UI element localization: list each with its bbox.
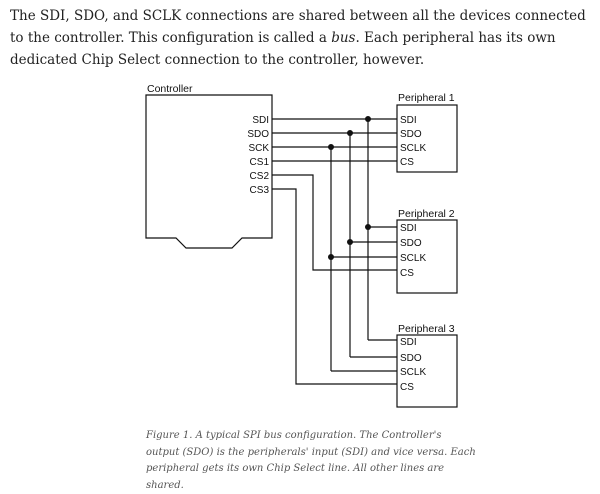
- peripheral-2-pin-sclk: SCLK: [400, 253, 426, 264]
- figure-caption: Figure 1. A typical SPI bus configuratio…: [146, 430, 476, 491]
- peripheral-2-pin-sdo: SDO: [400, 238, 422, 249]
- junction-sdi-p1: [365, 116, 371, 122]
- intro-text-2: . Each peripheral has its own dedicated …: [10, 30, 556, 68]
- peripheral-2-pin-sdi: SDI: [400, 223, 417, 234]
- peripheral-1-box: [396, 104, 458, 173]
- peripheral-3-pin-sdo: SDO: [400, 353, 422, 364]
- controller-pin-sdo: SDO: [247, 129, 269, 140]
- peripheral-3-pin-cs: CS: [400, 382, 414, 393]
- controller-pin-cs1: CS1: [250, 157, 270, 168]
- junction-sck-p2: [328, 254, 334, 260]
- intro-emphasis: bus: [331, 30, 356, 46]
- controller-box: [145, 94, 273, 249]
- controller-pin-cs2: CS2: [250, 171, 270, 182]
- controller-pin-cs3: CS3: [250, 185, 270, 196]
- peripheral-1-pin-sdi: SDI: [400, 115, 417, 126]
- junction-sdi-p2: [365, 224, 371, 230]
- peripheral-1-pin-cs: CS: [400, 157, 414, 168]
- controller-pin-sdi: SDI: [252, 115, 269, 126]
- controller-title: Controller: [147, 83, 193, 95]
- peripheral-2-pin-cs: CS: [400, 268, 414, 279]
- junction-sdo-p1: [347, 130, 353, 136]
- peripheral-2-title: Peripheral 2: [398, 208, 455, 220]
- peripheral-1-title: Peripheral 1: [398, 92, 455, 104]
- peripheral-3-title: Peripheral 3: [398, 323, 455, 335]
- wire-cs3: [272, 188, 397, 385]
- peripheral-1-pin-sclk: SCLK: [400, 143, 426, 154]
- peripheral-1-pin-sdo: SDO: [400, 129, 422, 140]
- junction-sdo-p2: [347, 239, 353, 245]
- junction-sck-p1: [328, 144, 334, 150]
- wire-cs2: [272, 174, 397, 271]
- controller-pin-sck: SCK: [248, 143, 269, 154]
- intro-paragraph: The SDI, SDO, and SCLK connections are s…: [10, 5, 590, 71]
- spi-bus-diagram: Controller SDI SDO SCK CS1 CS2 CS3 Perip…: [145, 83, 458, 408]
- intro-text-1: The SDI, SDO, and SCLK connections are s…: [10, 8, 586, 46]
- peripheral-3-pin-sclk: SCLK: [400, 367, 426, 378]
- peripheral-3-pin-sdi: SDI: [400, 337, 417, 348]
